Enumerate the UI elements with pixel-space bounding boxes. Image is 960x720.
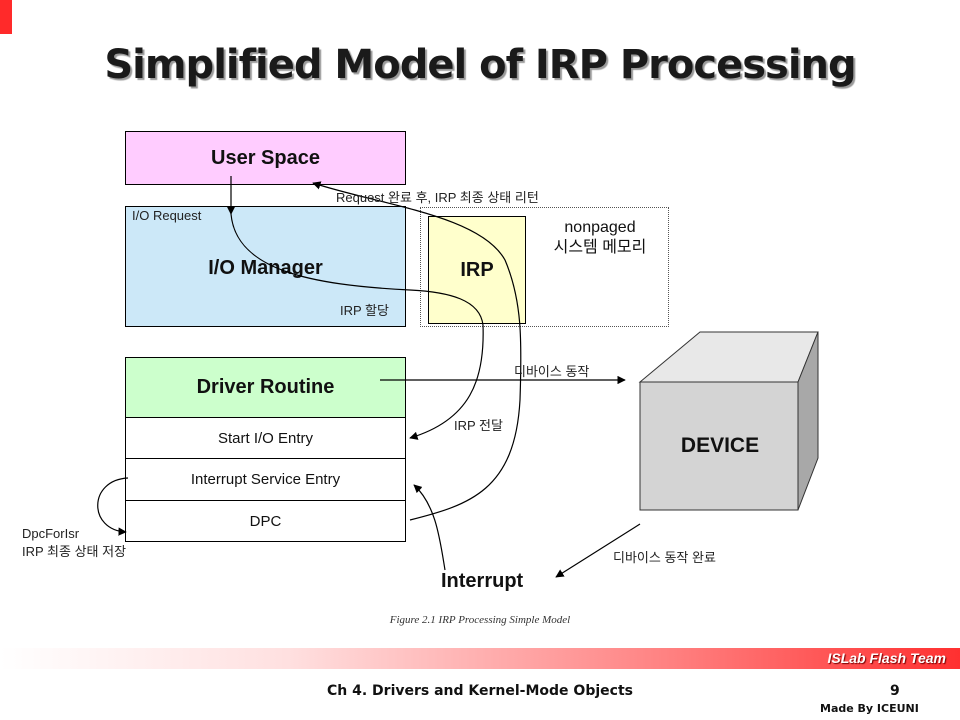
nonpaged-line2: 시스템 메모리 xyxy=(553,239,647,256)
interrupt-service-entry-box: Interrupt Service Entry xyxy=(125,458,406,500)
irp-box: IRP xyxy=(428,216,526,324)
interrupt-label: Interrupt xyxy=(441,570,524,592)
author-credit: Made By ICEUNI xyxy=(820,702,919,715)
device-op-label: 디바이스 동작 xyxy=(514,364,590,379)
page-number: 9 xyxy=(890,683,900,699)
chapter-title: Ch 4. Drivers and Kernel-Mode Objects xyxy=(327,683,633,699)
dpc-for-isr-line2: IRP 최종 상태 저장 xyxy=(22,544,127,559)
irp-alloc-label: IRP 할당 xyxy=(340,303,389,318)
io-manager-label: I/O Manager xyxy=(208,257,323,279)
red-corner-tab xyxy=(0,0,12,34)
dpc-for-isr-loop xyxy=(97,477,129,536)
nonpaged-memory-region xyxy=(420,207,669,327)
dpc-for-isr-line1: DpcForIsr xyxy=(22,526,80,541)
dpc-for-isr-label: DpcForIsr IRP 최종 상태 저장 xyxy=(22,525,126,561)
irp-pass-arrow xyxy=(409,324,484,440)
slide-title: Simplified Model of IRP Processing xyxy=(104,42,856,88)
io-request-label: I/O Request xyxy=(132,208,202,223)
dpc-return-curve xyxy=(312,181,522,521)
driver-routine-box: Driver Routine xyxy=(125,357,406,417)
irp-pass-label: IRP 전달 xyxy=(454,418,503,433)
nonpaged-memory-label: nonpaged 시스템 메모리 xyxy=(540,218,660,258)
irp-alloc-curve xyxy=(230,213,484,326)
device-done-label: 디바이스 동작 완료 xyxy=(613,550,716,565)
interrupt-arrow xyxy=(413,484,446,571)
request-complete-label: Request 완료 후, IRP 최종 상태 리턴 xyxy=(336,190,539,205)
figure-caption: Figure 2.1 IRP Processing Simple Model xyxy=(389,614,571,626)
nonpaged-line1: nonpaged xyxy=(564,219,636,236)
device-label: DEVICE xyxy=(680,434,760,457)
dpc-box: DPC xyxy=(125,500,406,542)
io-manager-box: I/O Manager xyxy=(125,206,406,327)
footer-gradient-bar xyxy=(0,648,960,669)
start-io-entry-box: Start I/O Entry xyxy=(125,417,406,458)
device-cube xyxy=(638,331,819,511)
team-name: ISLab Flash Team xyxy=(827,650,946,666)
device-done-arrow xyxy=(555,523,641,578)
user-space-box: User Space xyxy=(125,131,406,185)
